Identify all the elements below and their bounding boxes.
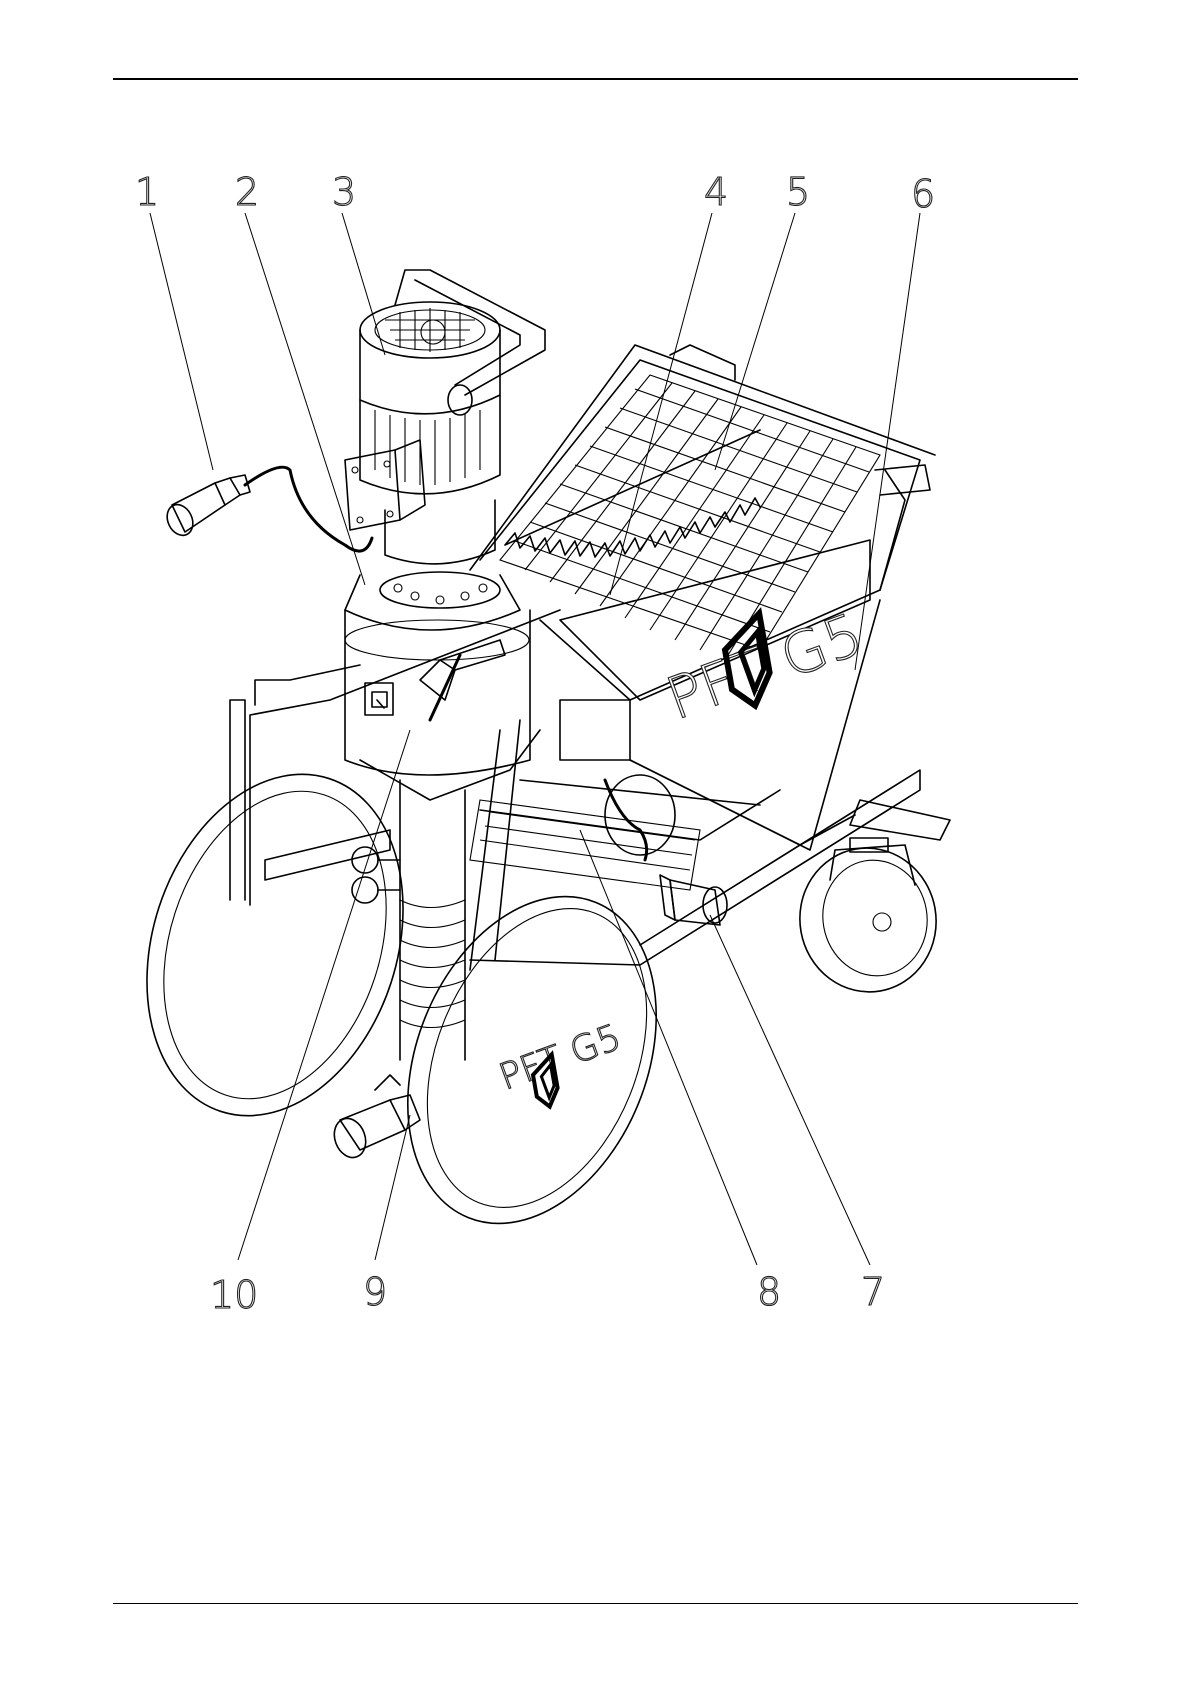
callout-1: 1: [135, 170, 159, 214]
callout-10: 10: [210, 1273, 258, 1317]
footer-rule: [113, 1603, 1078, 1604]
push-handle: [395, 270, 545, 415]
caster-wheel: [789, 800, 950, 1003]
callout-8: 8: [757, 1270, 781, 1314]
callout-7: 7: [861, 1270, 885, 1314]
callout-9: 9: [363, 1270, 387, 1314]
front-wheel: PFT G5: [362, 859, 703, 1260]
wheel-brand-text: PFT G5: [494, 1017, 626, 1099]
callout-2: 2: [235, 170, 259, 214]
pump-outlet: [329, 1075, 420, 1162]
rear-left-wheel: [105, 741, 445, 1149]
callout-6: 6: [911, 172, 935, 216]
mixing-column: [345, 302, 540, 1060]
callout-4: 4: [704, 170, 728, 214]
callout-3: 3: [332, 170, 356, 214]
leader-lines: [150, 213, 920, 1265]
callout-5: 5: [786, 170, 810, 214]
